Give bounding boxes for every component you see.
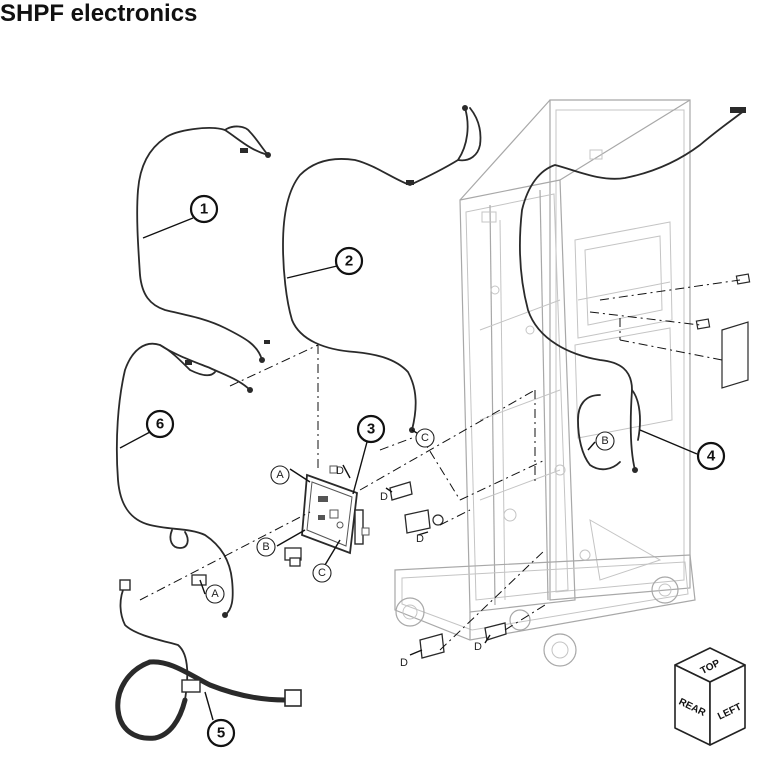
ref-b-left-label: B <box>262 541 269 553</box>
ref-d-bracket-1: D <box>380 491 388 503</box>
ref-a-upper: A <box>270 465 290 485</box>
callout-4: 4 <box>696 441 726 471</box>
ref-d-bracket-3: D <box>400 657 408 669</box>
bracket-parts <box>389 481 507 659</box>
callout-2: 2 <box>334 246 364 276</box>
leader-lines <box>119 217 698 721</box>
callout-5: 5 <box>206 718 236 748</box>
orientation-cube: TOP REAR LEFT <box>674 647 746 746</box>
ref-b-left: B <box>256 537 276 557</box>
callout-6-label: 6 <box>156 416 164 433</box>
cable-harness-2 <box>282 105 482 433</box>
callout-1-label: 1 <box>200 201 208 218</box>
ref-c-lower: C <box>312 563 332 583</box>
page-title: SHPF electronics <box>0 0 198 27</box>
callout-4-label: 4 <box>707 448 716 465</box>
callout-3-label: 3 <box>367 421 375 438</box>
ref-d-bracket-2: D <box>416 533 424 545</box>
callout-2-label: 2 <box>345 253 353 270</box>
callout-1: 1 <box>189 194 219 224</box>
cable-harness-4 <box>519 107 746 473</box>
ref-d-board: D <box>336 465 344 477</box>
ref-b-right-label: B <box>601 435 608 447</box>
ref-b-right: B <box>595 431 615 451</box>
ref-c-upper: C <box>415 428 435 448</box>
callout-6: 6 <box>145 409 175 439</box>
ref-a-upper-label: A <box>276 469 284 481</box>
ref-c-lower-label: C <box>318 567 326 579</box>
callout-5-label: 5 <box>217 725 225 742</box>
connector-parts <box>191 547 302 586</box>
cable-harness-6 <box>115 342 253 618</box>
callout-3: 3 <box>356 414 386 444</box>
ref-c-upper-label: C <box>421 432 429 444</box>
cable-harness-5 <box>115 579 302 741</box>
ref-a-lower-label: A <box>211 588 219 600</box>
loose-parts <box>695 273 751 389</box>
cable-harness-1 <box>136 125 271 363</box>
circuit-board-3 <box>301 465 370 555</box>
assembly-lines <box>139 279 741 651</box>
ref-a-lower: A <box>205 584 225 604</box>
ref-d-bracket-4: D <box>474 641 482 653</box>
finisher-frame <box>394 99 696 667</box>
